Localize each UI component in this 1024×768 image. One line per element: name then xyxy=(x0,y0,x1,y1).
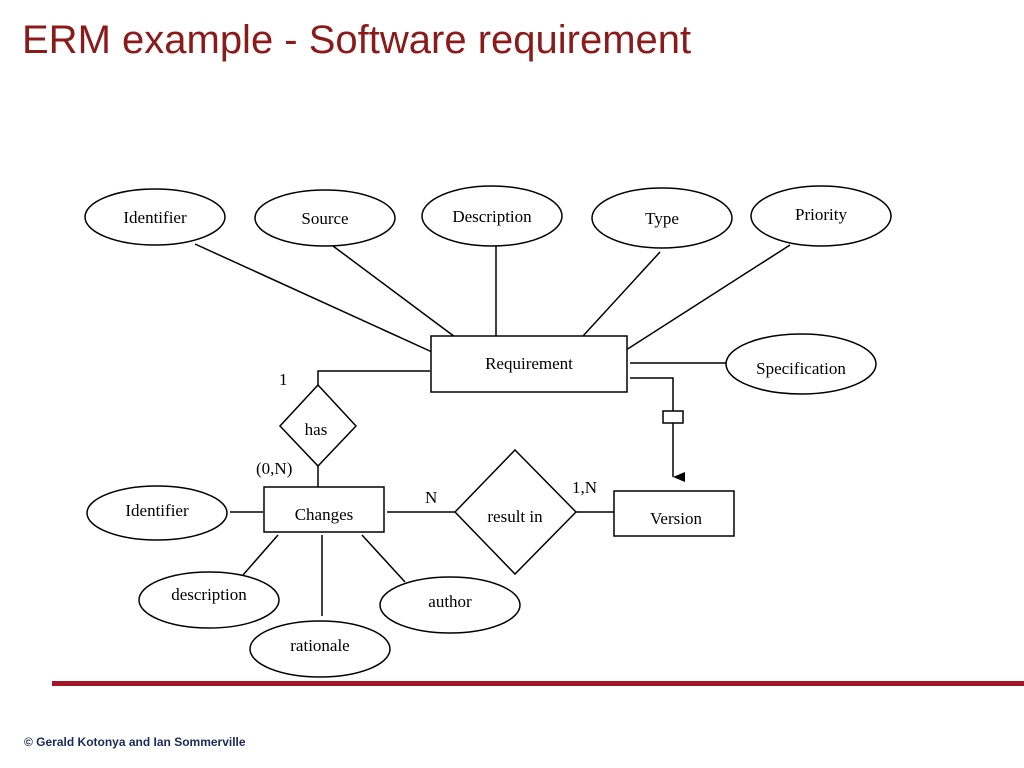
slide-title: ERM example - Software requirement xyxy=(22,18,692,62)
attribute-label: author xyxy=(428,592,472,611)
edge-description-changes xyxy=(242,534,279,576)
cardinality-has-changes: (0,N) xyxy=(256,459,292,478)
attribute-label: Source xyxy=(301,209,348,228)
attribute-type: Type xyxy=(591,187,733,249)
entity-version: Version xyxy=(613,490,735,537)
entity-changes: Changes xyxy=(263,486,385,533)
cardinality-has-requirement: 1 xyxy=(279,370,288,389)
entity-label: Requirement xyxy=(485,354,573,373)
attribute-label: Description xyxy=(452,207,532,226)
relationship-edges xyxy=(317,370,685,513)
relationship-has: has xyxy=(278,383,358,468)
edge-priority-requirement xyxy=(625,244,791,351)
entity-requirement: Requirement xyxy=(430,335,628,393)
version-link-marker xyxy=(662,410,684,424)
attribute-author: author xyxy=(379,576,521,634)
attribute-description-changes: description xyxy=(138,571,280,629)
cardinality-result-in-changes: N xyxy=(425,488,437,507)
edge-type-requirement xyxy=(582,251,661,337)
edge-identifier-requirement xyxy=(194,243,433,353)
attribute-description-requirement: Description xyxy=(421,185,563,247)
attribute-label: Identifier xyxy=(125,501,189,520)
attribute-label: rationale xyxy=(290,636,349,655)
footer-divider xyxy=(52,681,1024,686)
attribute-identifier-requirement: Identifier xyxy=(84,188,226,246)
attribute-label: Identifier xyxy=(123,208,187,227)
cardinality-result-in-version: 1,N xyxy=(572,478,597,497)
attribute-identifier-changes: Identifier xyxy=(86,485,228,541)
relationship-result-in: result in xyxy=(453,448,578,576)
copyright-footer: © Gerald Kotonya and Ian Sommerville xyxy=(24,735,246,749)
attribute-label: Specification xyxy=(756,359,846,378)
relationship-label: has xyxy=(305,420,328,439)
attribute-source: Source xyxy=(254,189,396,247)
changes-attribute-edges xyxy=(230,511,406,616)
attribute-priority: Priority xyxy=(750,185,892,247)
edge-requirement-has xyxy=(317,370,430,385)
edge-source-requirement xyxy=(332,245,456,338)
entity-label: Version xyxy=(650,509,702,528)
attribute-label: Type xyxy=(645,209,679,228)
attribute-specification: Specification xyxy=(725,333,877,395)
edge-author-changes xyxy=(361,534,406,583)
attribute-label: Priority xyxy=(795,205,847,224)
requirement-attribute-edges xyxy=(194,243,791,364)
relationship-label: result in xyxy=(487,507,543,526)
edge-requirement-version-upper xyxy=(630,377,674,411)
attribute-rationale: rationale xyxy=(249,620,391,678)
entity-label: Changes xyxy=(295,505,354,524)
attribute-label: description xyxy=(171,585,247,604)
